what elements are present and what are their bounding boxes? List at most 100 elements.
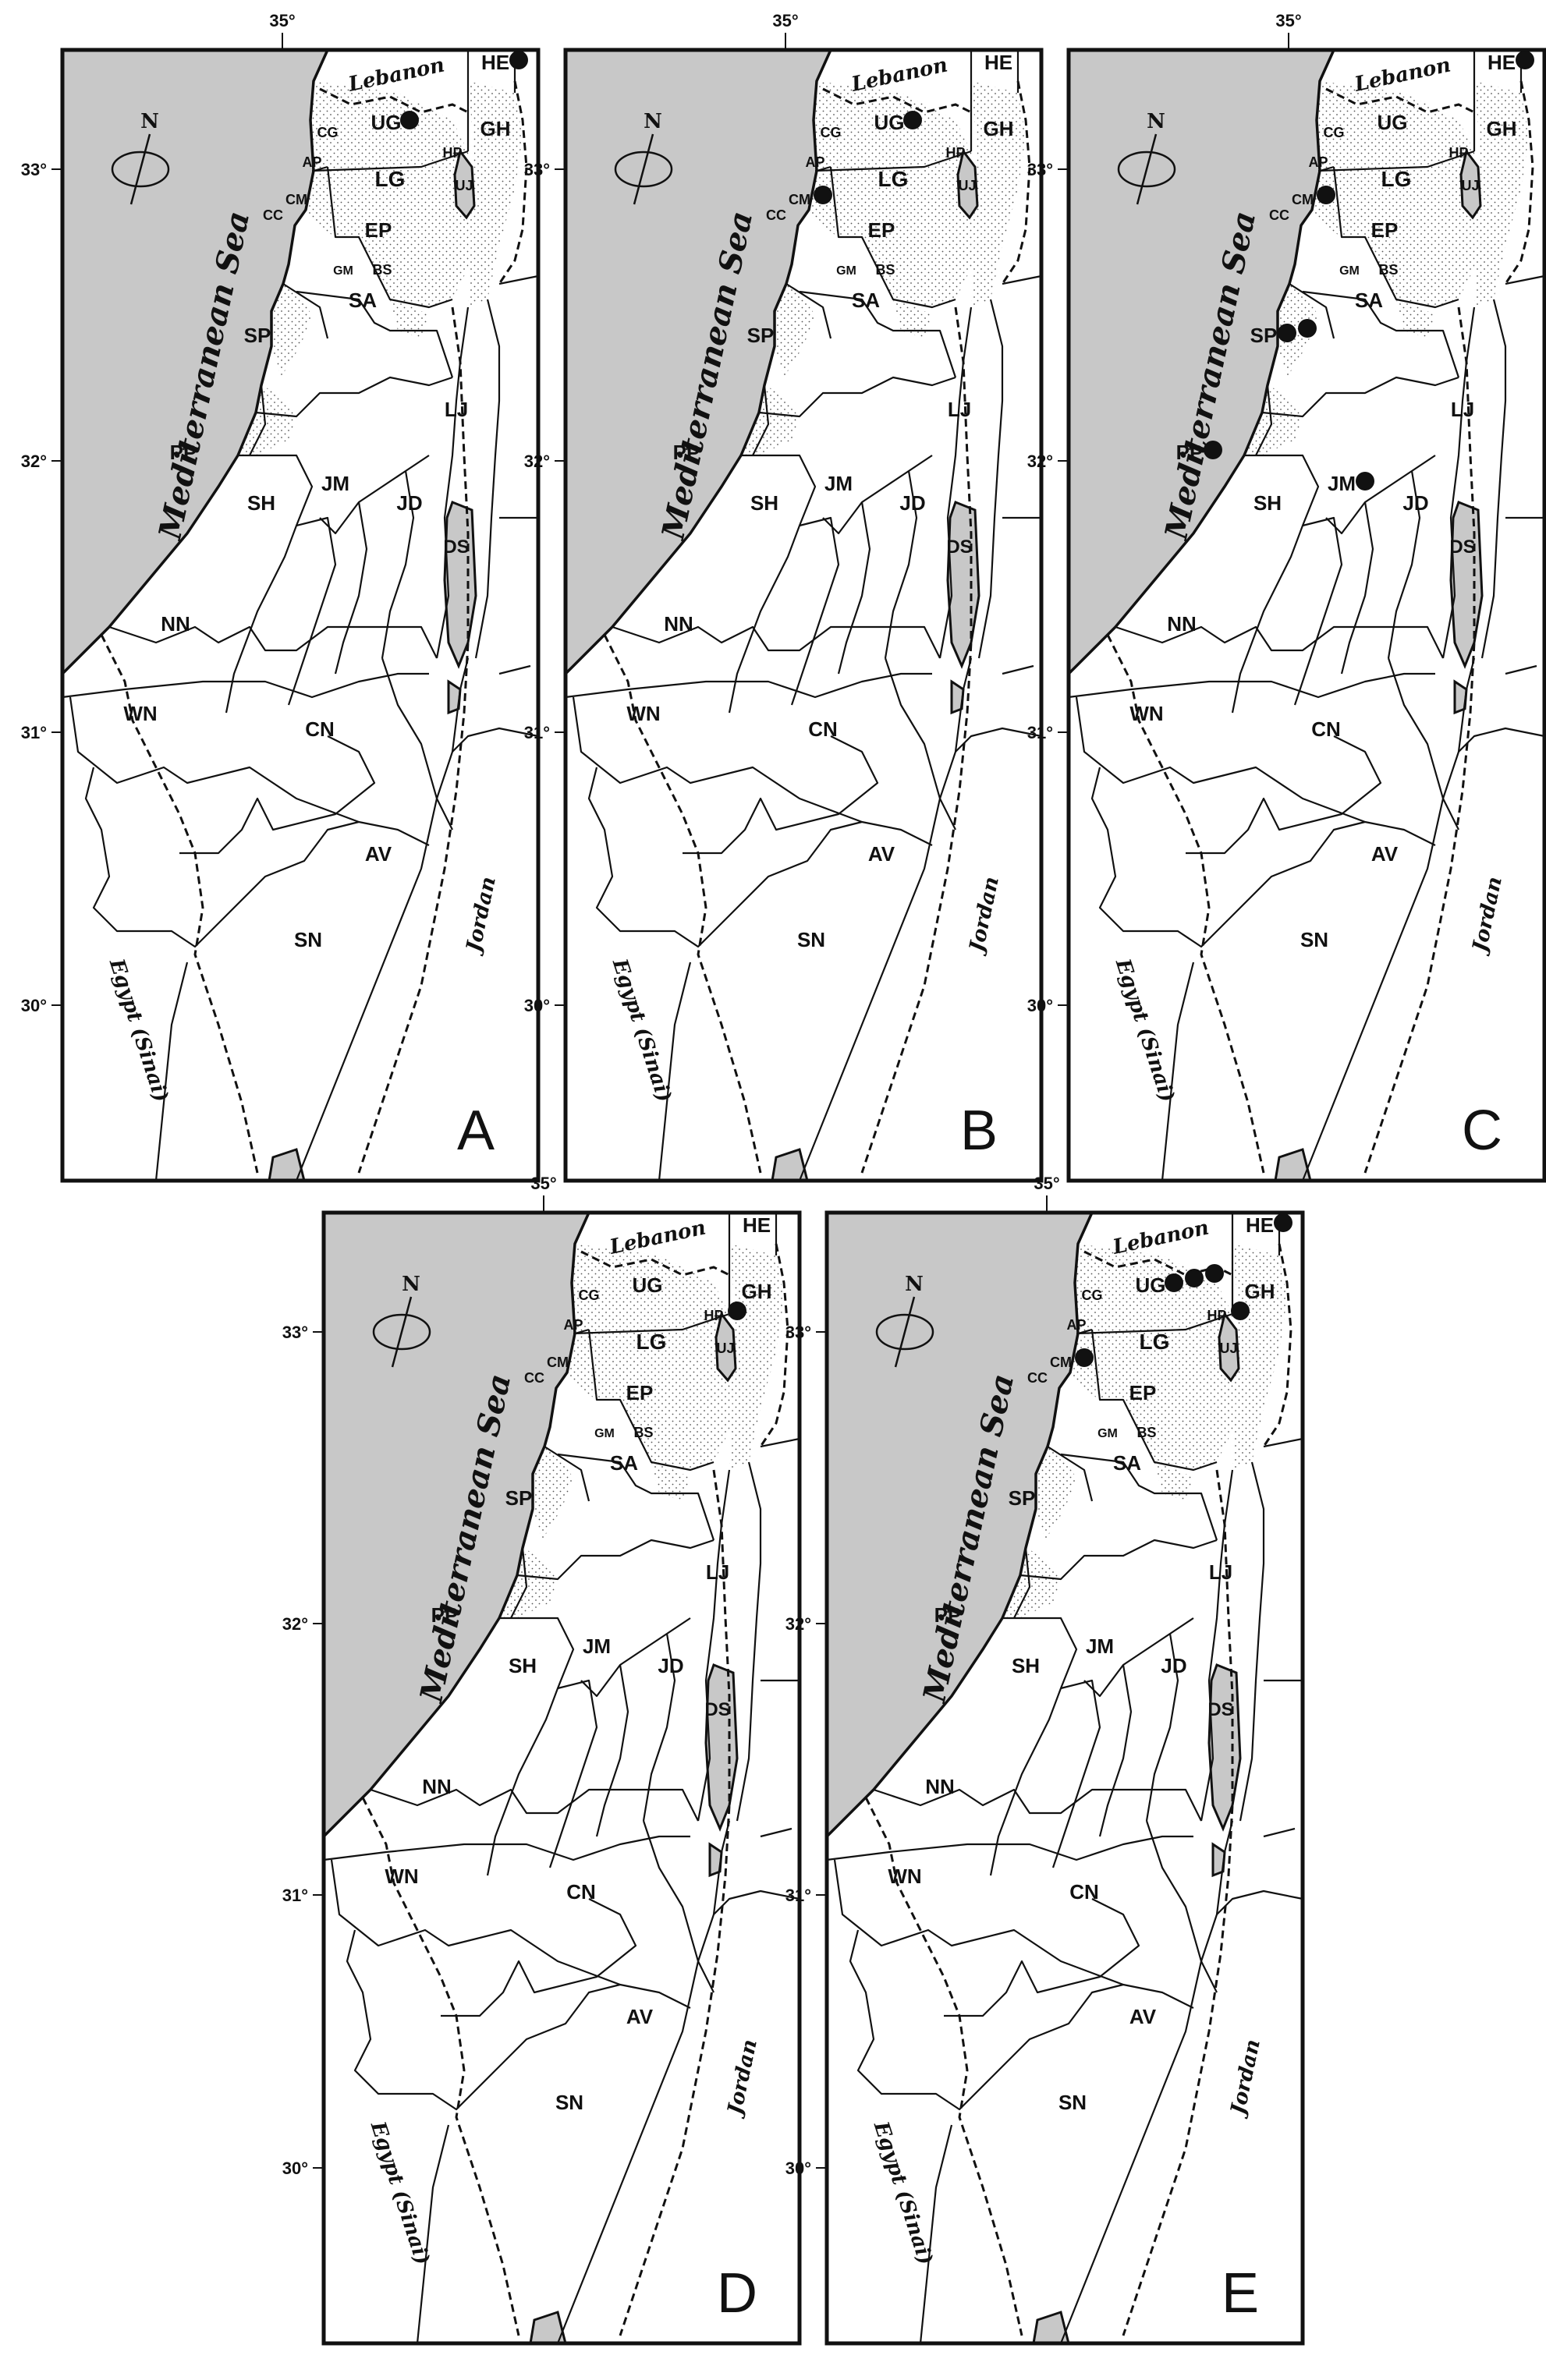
record-dot <box>1516 51 1534 69</box>
region-label-jd: JD <box>899 491 925 515</box>
region-border <box>1293 516 1343 706</box>
region-border <box>1075 696 1436 846</box>
region-label-ap: AP <box>1308 154 1328 170</box>
region-border <box>516 1539 714 1581</box>
region-border <box>989 1617 1078 1876</box>
country-border <box>1504 80 1534 285</box>
stippled-region <box>1312 151 1480 307</box>
water-body <box>447 679 462 715</box>
water-body <box>950 679 965 715</box>
region-label-gh: GH <box>480 117 511 140</box>
region-border <box>1289 283 1335 339</box>
region-label-jm: JM <box>321 472 349 495</box>
region-border <box>416 2124 450 2344</box>
latitude-label: 32° <box>282 1614 308 1634</box>
latitude-label: 33° <box>282 1323 308 1342</box>
region-label-wn: WN <box>626 702 660 725</box>
region-label-cm: CM <box>1292 192 1314 207</box>
region-label-lj: LJ <box>1451 398 1474 421</box>
water-body <box>714 1311 737 1383</box>
region-border <box>1090 1329 1218 1472</box>
region-label-pp: PP <box>431 1603 459 1627</box>
north-arrow-icon <box>1117 151 1176 188</box>
stippled-region <box>390 299 429 338</box>
region-label-hp: HP <box>945 145 965 161</box>
record-dot <box>1356 472 1374 491</box>
region-border <box>572 696 933 846</box>
region-label-sn: SN <box>1300 928 1328 951</box>
panel-letter-b: B <box>960 1100 998 1162</box>
region-border <box>154 962 189 1181</box>
region-label-pp: PP <box>170 441 197 464</box>
region-border <box>1317 150 1475 172</box>
record-dot <box>1278 324 1296 342</box>
region-border <box>642 1820 714 1993</box>
stippled-region <box>499 1548 558 1618</box>
region-label-ap: AP <box>805 154 824 170</box>
region-border <box>556 1820 731 2344</box>
latitude-label: 31° <box>785 1886 811 1905</box>
stippled-region <box>572 1244 729 1333</box>
region-border <box>728 454 817 714</box>
panel-letter-c: C <box>1462 1100 1502 1162</box>
region-border <box>587 767 863 948</box>
country-border <box>822 87 972 114</box>
water-body <box>956 148 979 220</box>
region-border <box>1090 767 1366 948</box>
stippled-region <box>893 299 932 338</box>
region-border <box>69 696 430 846</box>
region-label-av: AV <box>1371 842 1399 866</box>
region-label-sp: SP <box>1250 324 1278 347</box>
region-label-ug: UG <box>874 111 905 134</box>
stippled-region <box>567 1314 736 1470</box>
region-border <box>565 672 932 699</box>
region-border <box>570 1243 576 1284</box>
water-body <box>1211 1842 1226 1878</box>
region-label-cm: CM <box>1050 1355 1072 1370</box>
region-border <box>1013 1547 1031 1619</box>
latitude-label: 33° <box>1027 160 1053 179</box>
map-frame <box>321 1210 802 2346</box>
region-border <box>829 166 956 309</box>
region-label-cg: CG <box>1082 1287 1103 1303</box>
region-label-av: AV <box>626 2005 654 2028</box>
region-border <box>977 299 1004 659</box>
region-label-jd: JD <box>658 1654 683 1677</box>
region-border <box>323 1835 690 1861</box>
region-label-uj: UJ <box>716 1341 734 1356</box>
region-label-ds: DS <box>704 1699 730 1720</box>
region-border <box>1161 962 1195 1181</box>
region-label-jm: JM <box>824 472 853 495</box>
region-label-lg: LG <box>375 167 406 191</box>
region-border <box>758 376 956 418</box>
region-label-nn: NN <box>422 1775 452 1798</box>
country-border <box>864 1797 1023 2336</box>
region-border <box>1076 1212 1094 1245</box>
region-label-ug: UG <box>1378 111 1408 134</box>
country-border <box>619 1469 731 2336</box>
region-label-cg: CG <box>1324 125 1345 140</box>
region-label-hp: HP <box>1448 145 1468 161</box>
region-border <box>255 376 453 418</box>
north-label: N <box>1147 110 1165 133</box>
region-label-gh: GH <box>984 117 1014 140</box>
region-border <box>1302 290 1460 378</box>
latitude-label: 31° <box>1027 723 1053 742</box>
region-border <box>1315 80 1321 121</box>
region-border <box>179 735 376 855</box>
region-label-cc: CC <box>766 207 786 223</box>
latitude-label: 30° <box>524 996 550 1015</box>
region-border <box>309 80 315 121</box>
latitude-label: 30° <box>21 996 47 1015</box>
region-label-gh: GH <box>1245 1280 1275 1303</box>
region-border <box>822 455 933 535</box>
region-border <box>944 1898 1140 2017</box>
region-border <box>1325 455 1436 535</box>
latitude-label: 31° <box>21 723 47 742</box>
region-label-ds: DS <box>1207 1699 1233 1720</box>
stippled-region <box>1317 81 1474 171</box>
region-border <box>334 501 368 675</box>
region-label-he: HE <box>984 51 1012 74</box>
region-label-uj: UJ <box>455 178 473 193</box>
